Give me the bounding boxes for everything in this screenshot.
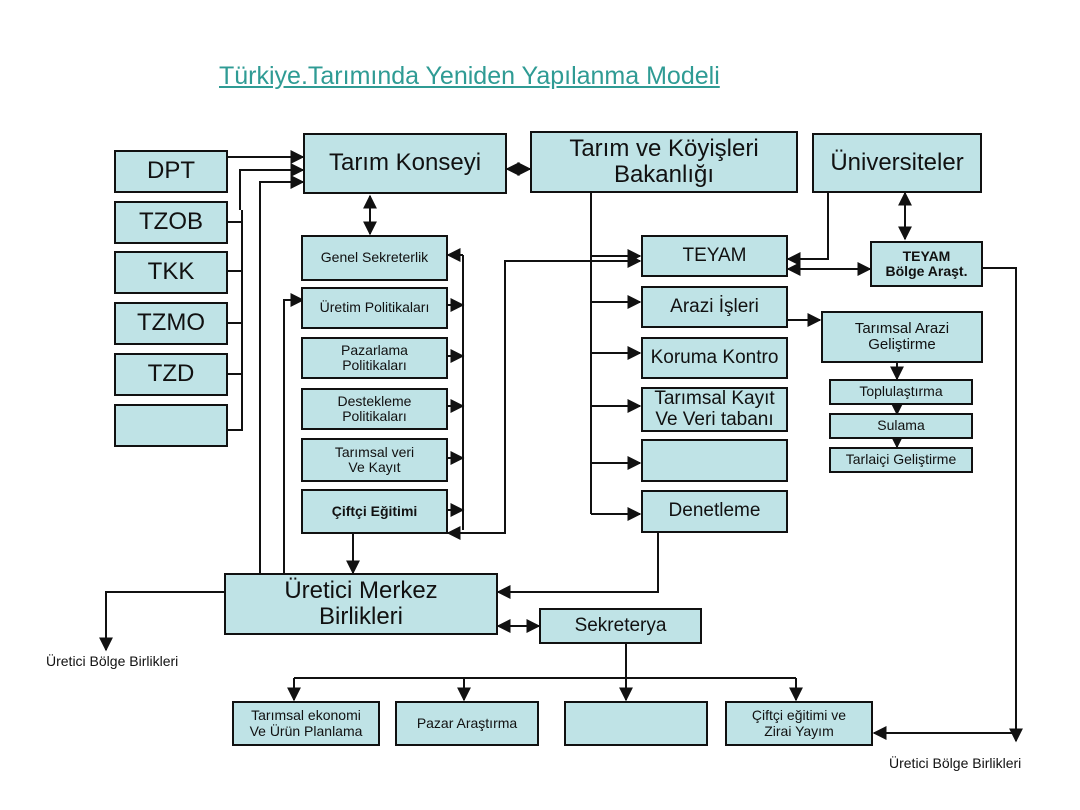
konsey-unit-tarimsal-veri: Tarımsal veri Ve Kayıt <box>301 438 448 482</box>
tarim-konseyi: Tarım Konseyi <box>303 133 507 194</box>
org-tzmo: TZMO <box>114 302 228 345</box>
org-tzd: TZD <box>114 353 228 396</box>
arrow-denetleme-uretici <box>496 533 659 599</box>
org-dpt: DPT <box>114 150 228 193</box>
arazi-tarlaici: Tarlaiçi Geliştirme <box>829 447 973 473</box>
org-empty <box>114 404 228 447</box>
konsey-unit-ciftci-egitimi: Çiftçi Eğitimi <box>301 489 448 534</box>
arazi-toplulastirma: Toplulaştırma <box>829 379 973 405</box>
bakanlik-unit-arazi-isleri: Arazi İşleri <box>641 286 788 328</box>
uretici-merkez-birlikleri: Üretici Merkez Birlikleri <box>224 573 498 635</box>
bakanlik-unit-kayit: Tarımsal Kayıt Ve Veri tabanı <box>641 387 788 432</box>
arrow-uretici-konsey-1 <box>259 175 305 573</box>
konsey-unit-uretim: Üretim Politikaları <box>301 287 448 329</box>
bakanlik-unit-teyam: TEYAM <box>641 235 788 277</box>
label-uretici-bolge-right: Üretici Bölge Birlikleri <box>889 755 1022 771</box>
bottom-unit-tarimsal-ekonomi: Tarımsal ekonomi Ve Ürün Planlama <box>232 701 380 746</box>
arrow-uretici-left <box>99 591 224 652</box>
konsey-unit-destekleme: Destekleme Politikaları <box>301 388 448 430</box>
line-orgs-stem <box>228 210 243 431</box>
page-title: Türkiye.Tarımında Yeniden Yapılanma Mode… <box>219 62 720 90</box>
konsey-unit-pazarlama: Pazarlama Politikaları <box>301 337 448 379</box>
arrow-bolge-right <box>983 267 1023 743</box>
bakanlik-unit-koruma: Koruma Kontro <box>641 337 788 379</box>
teyam-bolge: TEYAM Bölge Araşt. <box>870 241 983 287</box>
sekreterya: Sekreterya <box>539 608 702 644</box>
bottom-unit-ciftci-egitimi: Çiftçi eğitimi ve Zirai Yayım <box>725 701 873 746</box>
bottom-unit-empty <box>564 701 708 746</box>
bakanlik-unit-denetleme: Denetleme <box>641 490 788 533</box>
label-uretici-bolge-left: Üretici Bölge Birlikleri <box>46 653 179 669</box>
arrow-uretici-konsey-2 <box>283 293 305 573</box>
universiteler: Üniversiteler <box>812 133 982 193</box>
arrow-univ-teyam <box>786 193 829 266</box>
bottom-unit-pazar-arastirma: Pazar Araştırma <box>395 701 539 746</box>
org-tkk: TKK <box>114 251 228 294</box>
konsey-unit-genel-sekreterlik: Genel Sekreterlik <box>301 235 448 281</box>
bakanlik: Tarım ve Köyişleri Bakanlığı <box>530 131 798 193</box>
bakanlik-unit-empty <box>641 439 788 482</box>
org-tzob: TZOB <box>114 201 228 244</box>
line-sekreterya-bottom <box>294 644 796 679</box>
arrow-tzob-konsey <box>239 163 305 210</box>
arrow-teyam-ciftci <box>446 254 642 540</box>
arazi-sulama: Sulama <box>829 413 973 439</box>
tarimsal-arazi-gelistirme: Tarımsal Arazi Geliştirme <box>821 311 983 363</box>
